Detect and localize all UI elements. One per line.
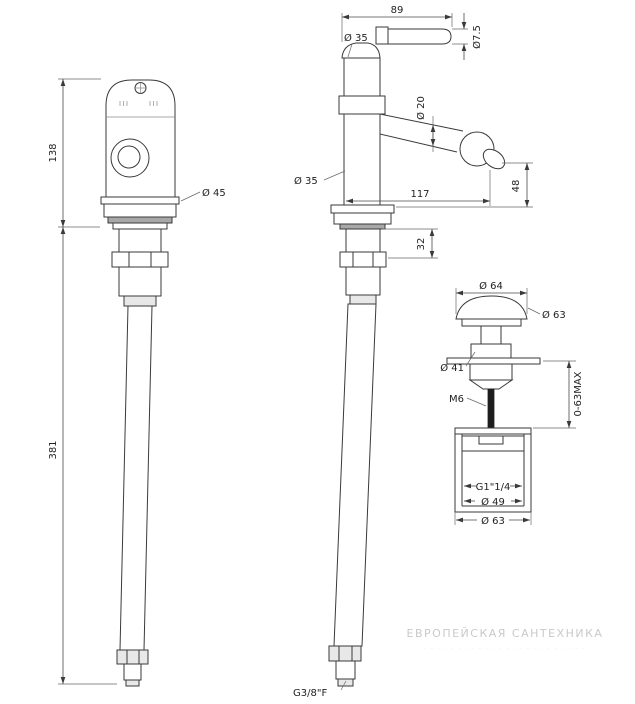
hose-end-hex-side (328, 645, 362, 662)
dim-handle-diameter: Ø7.5 (471, 25, 483, 49)
dim-outer-diameter: Ø 63 (481, 515, 505, 527)
handle-lever (382, 28, 452, 45)
base-gasket (107, 216, 173, 224)
dim-cap-diameter: Ø 64 (479, 280, 503, 292)
dim-waste-thread: G1"1/4 (476, 482, 511, 493)
body-cap (341, 42, 381, 59)
spout-top-line (379, 113, 464, 132)
hose-thread-label: G3/8"F (293, 688, 327, 699)
threaded-shank-side (345, 228, 381, 253)
base-body-side (333, 212, 392, 225)
dim-screw-thread: M6 (449, 394, 464, 405)
mounting-nut-side (339, 251, 387, 268)
spout-bottom-line (379, 133, 458, 153)
hose-end-tail-side (335, 660, 356, 680)
watermark-subtitle: · · · · · · · · · · · · · · · · · · · · … (424, 647, 585, 652)
faucet-body-side (343, 57, 381, 206)
dim-spout-reach: 117 (410, 189, 429, 200)
spout-aerator-side (482, 148, 506, 170)
front-view: 138 381 Ø 45 (48, 78, 226, 687)
hose-top-fitting-side (349, 294, 377, 305)
drain-locknut (469, 363, 513, 381)
base-collar (112, 222, 168, 230)
dim-inner-diameter: Ø 49 (481, 496, 505, 508)
drain-stem (480, 325, 502, 345)
screw-cross-icon (135, 82, 146, 94)
drain-cap-ring (461, 318, 522, 327)
dim-body-diameter-top: Ø 35 (344, 32, 368, 44)
drain-assembly-view: Ø 64 Ø 63 Ø 41 M6 0-63MAX G1"1/4 Ø 49 Ø … (440, 280, 584, 527)
drain-cap-dome (455, 295, 528, 320)
dim-hose-length: 381 (48, 440, 59, 459)
flex-hose-side (333, 303, 377, 647)
threaded-shank (118, 228, 162, 253)
flex-hose-front (119, 305, 153, 651)
dim-spout-diameter: Ø 20 (415, 96, 427, 120)
dim-spout-height: 48 (511, 180, 522, 193)
dim-cap-edge-diameter: Ø 63 (542, 309, 566, 321)
threaded-lower-side (345, 266, 381, 296)
hose-end-hex (116, 649, 149, 665)
dim-base-diameter: Ø 45 (202, 187, 226, 199)
base-gasket-side (339, 223, 386, 230)
watermark-title: ЕВРОПЕЙСКАЯ САНТЕХНИКА (407, 627, 604, 640)
watermark: ЕВРОПЕЙСКАЯ САНТЕХНИКА · · · · · · · · ·… (407, 627, 604, 652)
base-flange-side (330, 204, 395, 214)
faucet-body-front (105, 79, 176, 198)
hose-end-cap (125, 679, 140, 687)
base-body (103, 203, 177, 218)
dim-flange-diameter: Ø 41 (440, 362, 464, 374)
dim-body-diameter: Ø 35 (294, 175, 318, 187)
dim-adjustment-range: 0-63MAX (573, 371, 584, 416)
rod-connector (478, 435, 504, 445)
mounting-nut (111, 251, 169, 268)
handle-boss (375, 26, 389, 45)
spout-aerator-front (117, 145, 141, 169)
cartridge-collar (338, 95, 386, 115)
dim-overall-width: 89 (391, 5, 404, 16)
dim-body-height: 138 (48, 143, 59, 162)
hot-cold-marks (119, 101, 158, 106)
hose-top-fitting (123, 295, 157, 307)
drain-taper (468, 379, 514, 390)
base-flange (100, 196, 180, 205)
drain-dimensions: Ø 64 Ø 63 Ø 41 M6 0-63MAX G1"1/4 Ø 49 Ø … (440, 280, 584, 527)
front-dimensions: 138 381 Ø 45 (48, 78, 226, 685)
threaded-shank-lower (118, 266, 162, 297)
side-view: 89 Ø 35 Ø7.5 Ø 20 Ø 35 117 48 32 G3/8"F (293, 5, 533, 699)
hose-end-tail (123, 663, 142, 681)
side-dimensions: 89 Ø 35 Ø7.5 Ø 20 Ø 35 117 48 32 G3/8"F (293, 5, 533, 699)
drain-flange (470, 343, 512, 359)
dim-shank-height: 32 (416, 238, 427, 251)
